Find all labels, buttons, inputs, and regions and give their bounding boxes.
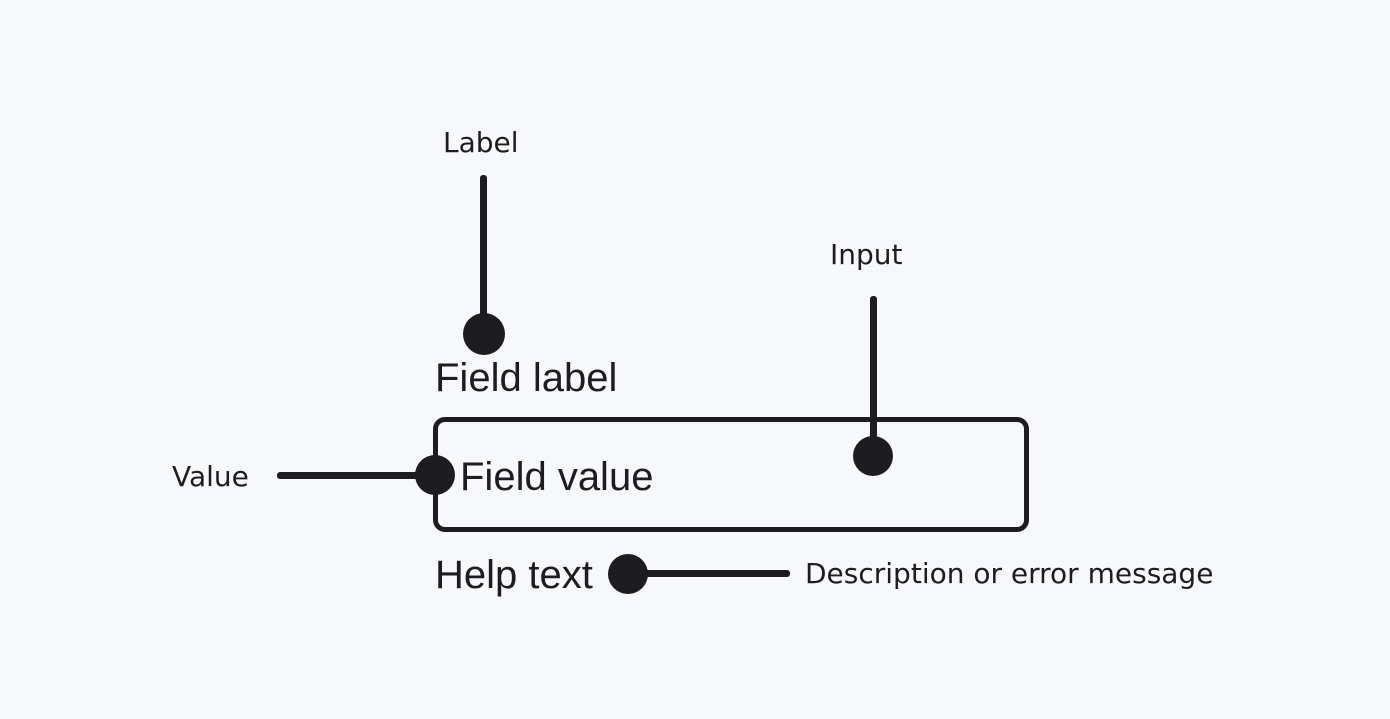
help-text: Help text [435,553,593,597]
label-callout-text: Label [443,126,519,159]
field-value: Field value [460,455,654,499]
value-connector-line [277,472,435,479]
label-connector-line [480,175,487,335]
value-callout-text: Value [172,460,249,493]
input-connector-dot [853,436,893,476]
help-callout-text: Description or error message [805,557,1214,590]
input-connector-line [870,296,877,456]
field-label: Field label [435,356,618,400]
help-connector-line [628,570,790,577]
input-callout-text: Input [830,238,903,271]
label-connector-dot [463,313,505,355]
value-connector-dot [415,455,455,495]
